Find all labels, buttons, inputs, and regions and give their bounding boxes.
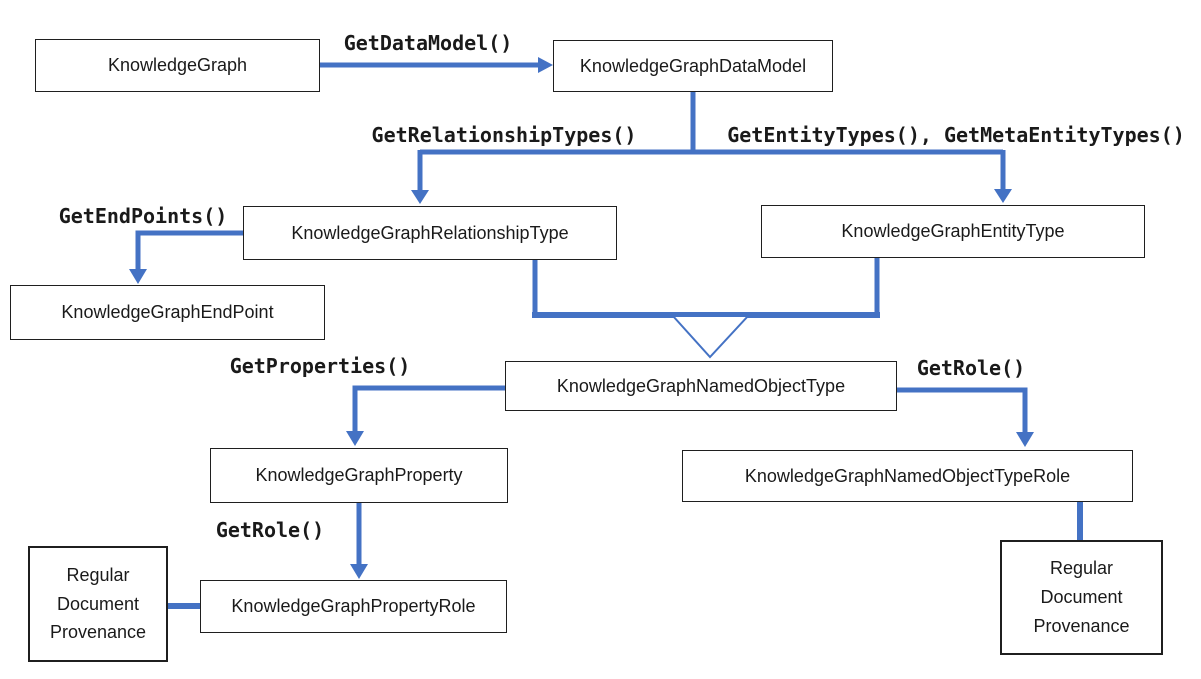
connector-get-properties (346, 385, 505, 446)
connector-inheritance-merge (532, 258, 880, 359)
edge-label-get-role-named-object-type: GetRole() (916, 356, 1026, 380)
node-end-point: KnowledgeGraphEndPoint (10, 285, 325, 340)
node-regular-document-provenance-right: Regular Document Provenance (1000, 540, 1163, 655)
node-property: KnowledgeGraphProperty (210, 448, 508, 503)
node-knowledge-graph-data-model: KnowledgeGraphDataModel (553, 40, 833, 92)
node-entity-type: KnowledgeGraphEntityType (761, 205, 1145, 258)
connector-get-end-points (129, 230, 243, 284)
edge-label-get-data-model: GetDataModel() (343, 31, 513, 55)
connector-get-role-property (350, 503, 368, 579)
connector-get-data-model (320, 57, 553, 73)
inheritance-triangle-icon (670, 315, 751, 359)
node-knowledge-graph: KnowledgeGraph (35, 39, 320, 92)
edge-label-get-relationship-types: GetRelationshipTypes() (371, 123, 637, 147)
edge-label-get-end-points: GetEndPoints() (58, 204, 228, 228)
edge-label-get-entity-types: GetEntityTypes(), GetMetaEntityTypes() (727, 123, 1185, 147)
node-regular-document-provenance-left: Regular Document Provenance (28, 546, 168, 662)
connector-get-relationship-and-entity-types (411, 90, 1012, 204)
node-named-object-type-role: KnowledgeGraphNamedObjectTypeRole (682, 450, 1133, 502)
edge-label-get-role-property: GetRole() (215, 518, 325, 542)
node-named-object-type: KnowledgeGraphNamedObjectType (505, 361, 897, 411)
connector-get-role-named-object-type (897, 387, 1034, 447)
node-relationship-type: KnowledgeGraphRelationshipType (243, 206, 617, 260)
edge-label-get-properties: GetProperties() (229, 354, 411, 378)
node-property-role: KnowledgeGraphPropertyRole (200, 580, 507, 633)
